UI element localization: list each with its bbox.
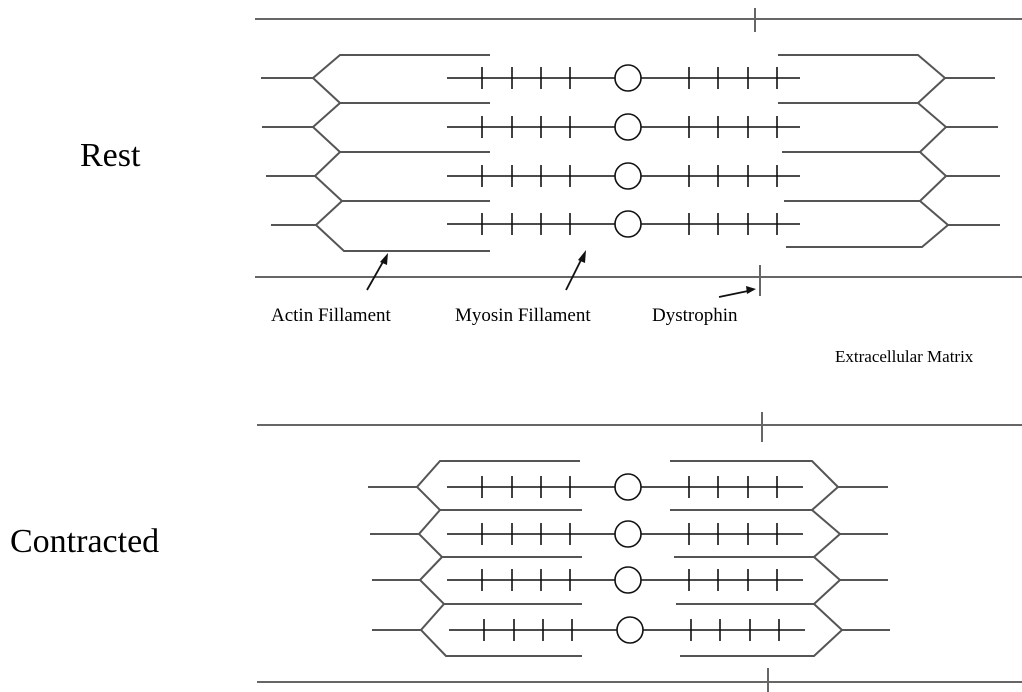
dystrophin-label: Dystrophin [652,305,738,326]
myosin-filament-label: Myosin Fillament [455,305,591,326]
rest-left-z-disc [261,54,490,252]
rest-label: Rest [80,137,141,174]
actin-filament-label: Actin Fillament [271,305,392,326]
contracted-myosin-row [449,616,805,644]
actin-pointer-arrow [366,253,388,291]
rest-myosin-row [447,162,800,190]
rest-myosin-row [447,210,800,238]
contracted-myosin-filaments [447,473,805,644]
rest-myosin-filaments [447,64,800,238]
rest-right-z-disc [778,54,1000,248]
rest-myosin-row [447,113,800,141]
dystrophin-pointer-arrow [718,286,756,298]
contracted-panel: Contracted [10,412,1022,692]
contracted-label: Contracted [10,523,159,560]
rest-panel: Rest [80,8,1022,366]
contracted-left-z-disc [368,460,582,657]
contracted-myosin-row [447,520,803,548]
contracted-right-z-disc [670,460,890,657]
myosin-pointer-arrow [565,250,586,291]
rest-myosin-row [447,64,800,92]
extracellular-matrix-label: Extracellular Matrix [835,347,974,366]
contracted-myosin-row [447,473,803,501]
contracted-myosin-row [447,566,803,594]
